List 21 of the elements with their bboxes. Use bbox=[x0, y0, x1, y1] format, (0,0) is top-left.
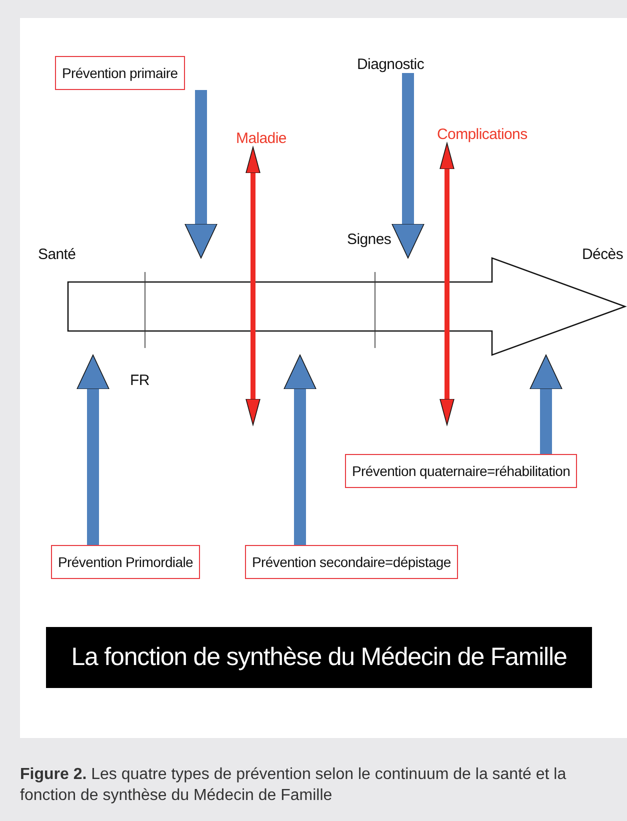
title-banner: La fonction de synthèse du Médecin de Famille bbox=[46, 627, 592, 688]
stage-label: Maladie bbox=[236, 130, 286, 147]
arrow bbox=[284, 354, 316, 545]
arrow bbox=[392, 73, 424, 258]
prevention-box: Prévention Primordiale bbox=[51, 545, 200, 579]
prevention-box: Prévention secondaire=dépistage bbox=[245, 545, 458, 579]
figure-caption: Figure 2. Les quatre types de prévention selon le continuum de la santé et la fonction de synthèse du Médecin de Famille bbox=[20, 765, 568, 806]
double-arrow bbox=[440, 142, 454, 426]
arrow bbox=[76, 354, 110, 545]
double-arrow bbox=[246, 146, 260, 426]
prevention-box: Prévention primaire bbox=[55, 56, 185, 90]
stage-label: Diagnostic bbox=[357, 56, 424, 73]
stage-label: Signes bbox=[347, 231, 392, 248]
arrow bbox=[530, 354, 562, 454]
arrow bbox=[184, 90, 218, 258]
stage-label: Complications bbox=[437, 126, 528, 143]
stage-label: FR bbox=[130, 372, 150, 389]
stage-label: Santé bbox=[38, 246, 76, 263]
prevention-box: Prévention quaternaire=réhabilitation bbox=[345, 454, 578, 488]
stage-label: Décès bbox=[582, 246, 624, 263]
continuum-arrow bbox=[68, 258, 625, 355]
